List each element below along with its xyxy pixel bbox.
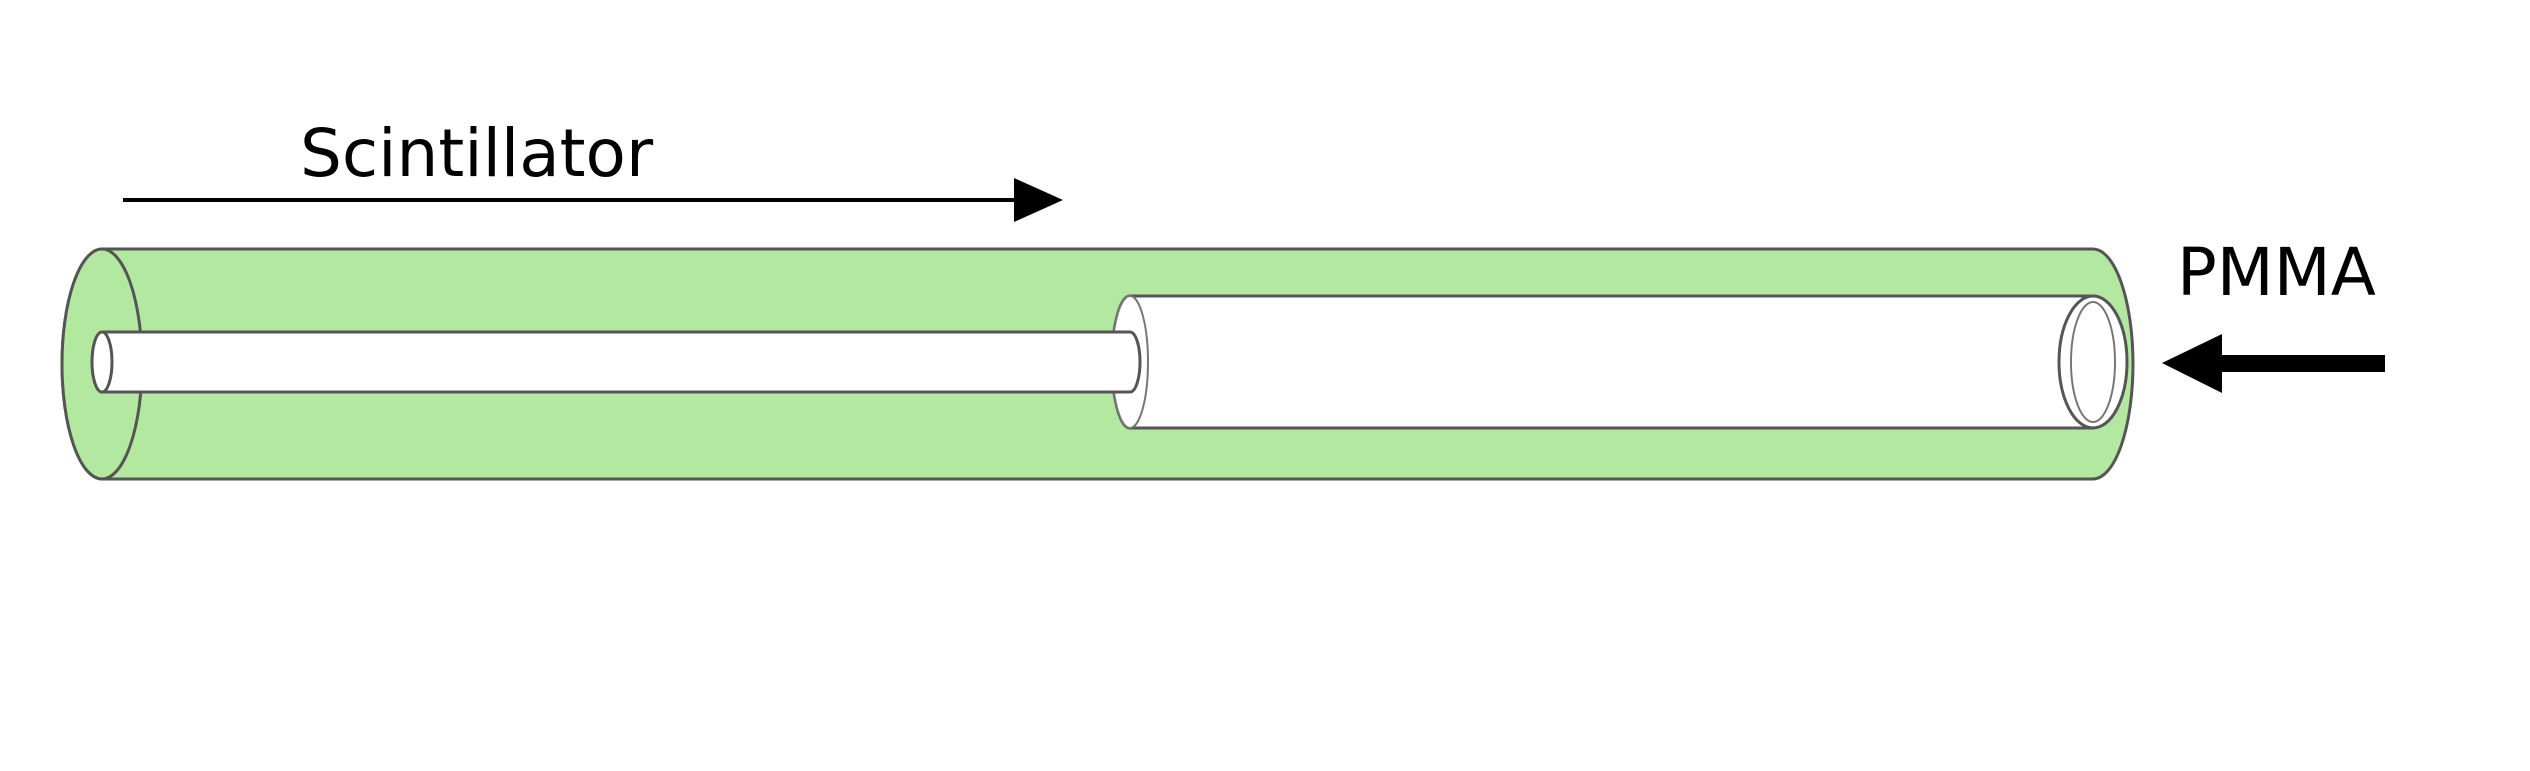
core-channel-front-opening: [90, 330, 114, 394]
pmma-arrow-head: [2162, 334, 2222, 393]
scintillator-arrow-head: [1014, 178, 1063, 222]
pmma-bore-opening-rim: [2070, 301, 2116, 423]
pmma-arrow: [2162, 334, 2385, 393]
pmma-arrow-shaft: [2215, 355, 2385, 372]
core-channel-body: [100, 330, 1142, 394]
pmma-bore-opening: [2057, 294, 2129, 430]
scintillator-arrow: [123, 178, 1063, 222]
core-channel: [90, 330, 1142, 394]
pmma-bore-body: [1110, 294, 2095, 430]
pmma-bore: [1110, 294, 2129, 430]
scintillator-label: Scintillator: [300, 115, 654, 192]
pmma-label: PMMA: [2177, 234, 2376, 311]
